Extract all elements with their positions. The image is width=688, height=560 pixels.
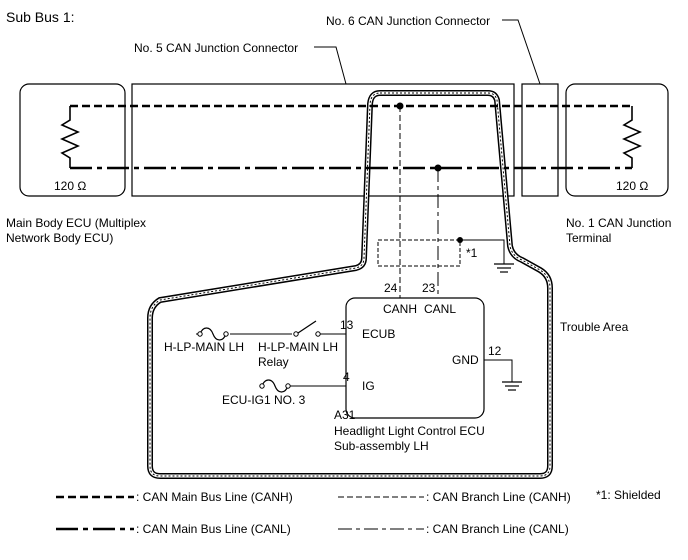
ecu-name-1: Headlight Light Control ECU	[334, 424, 485, 438]
pin-canl-number: 23	[422, 281, 436, 295]
pin-ig-label: IG	[362, 379, 375, 393]
fuse-hlp-gap	[200, 330, 230, 340]
terminal-box	[565, 83, 669, 197]
pin-ig-number: 4	[343, 370, 350, 384]
right-resistor-value: 120 Ω	[616, 179, 648, 193]
trouble-area-outline	[147, 90, 553, 479]
pin-canh-label: CANH	[383, 302, 417, 316]
shield-ground-icon	[494, 263, 514, 273]
relay-switch-icon	[297, 320, 317, 334]
legend-main-canl: : CAN Main Bus Line (CANL)	[136, 522, 291, 536]
relay-label-1: H-LP-MAIN LH	[258, 340, 338, 354]
right-resistor	[622, 106, 642, 168]
fuse-hlp-left-terminal	[197, 331, 203, 337]
fuse-ecu-ig-label: ECU-IG1 NO. 3	[222, 393, 306, 407]
fuse-hlp-right-terminal	[223, 331, 229, 337]
legend-main-canh: : CAN Main Bus Line (CANH)	[136, 490, 293, 504]
main-body-ecu-label-2: Network Body ECU)	[6, 231, 113, 245]
headlight-ecu-box	[345, 297, 485, 419]
jc6-box	[521, 83, 559, 197]
pin-ecub-label: ECUB	[362, 327, 395, 341]
jc6-label: No. 6 CAN Junction Connector	[326, 14, 490, 28]
ecu-code: A31	[334, 408, 356, 422]
terminal-label-1: No. 1 CAN Junction	[566, 216, 671, 230]
ecu-ground-icon	[502, 381, 522, 391]
left-resistor	[60, 106, 80, 168]
fuse-hlp-icon	[199, 327, 227, 341]
shield-box	[377, 239, 461, 267]
diagram-title: Sub Bus 1:	[6, 9, 75, 25]
pin-ecub-number: 13	[340, 318, 354, 332]
left-resistor-value: 120 Ω	[54, 179, 86, 193]
fuse-hlp-label: H-LP-MAIN LH	[164, 340, 244, 354]
jc5-label: No. 5 CAN Junction Connector	[134, 41, 298, 55]
pin-gnd-number: 12	[488, 344, 502, 358]
gnd-wire	[484, 359, 513, 382]
legend-branch-canh: : CAN Branch Line (CANH)	[426, 490, 571, 504]
pin-canl-label: CANL	[424, 302, 456, 316]
legend-shielded: *1: Shielded	[596, 488, 661, 502]
relay-contact-right	[315, 331, 321, 337]
shield-note: *1	[466, 246, 478, 260]
trouble-area-label: Trouble Area	[560, 320, 629, 334]
relay-gap	[292, 326, 320, 338]
fuse-ecu-ig-icon	[261, 379, 289, 393]
relay-label-2: Relay	[258, 355, 289, 369]
terminal-label-2: Terminal	[566, 231, 611, 245]
pin-canh-number: 24	[384, 281, 398, 295]
ecu-name-2: Sub-assembly LH	[334, 439, 429, 453]
main-body-ecu-label-1: Main Body ECU (Multiplex	[6, 216, 146, 230]
main-body-ecu-box	[19, 83, 126, 197]
jc5-leader	[314, 46, 347, 85]
relay-contact-left	[293, 331, 299, 337]
jc5-box	[131, 83, 515, 197]
shield-ground-wire	[460, 239, 505, 264]
fuse-ecu-ig-left-terminal	[259, 383, 265, 389]
jc6-leader	[502, 19, 541, 85]
fuse-ecu-ig-right-terminal	[285, 383, 291, 389]
legend-branch-canl: : CAN Branch Line (CANL)	[426, 522, 569, 536]
pin-gnd-label: GND	[452, 353, 479, 367]
